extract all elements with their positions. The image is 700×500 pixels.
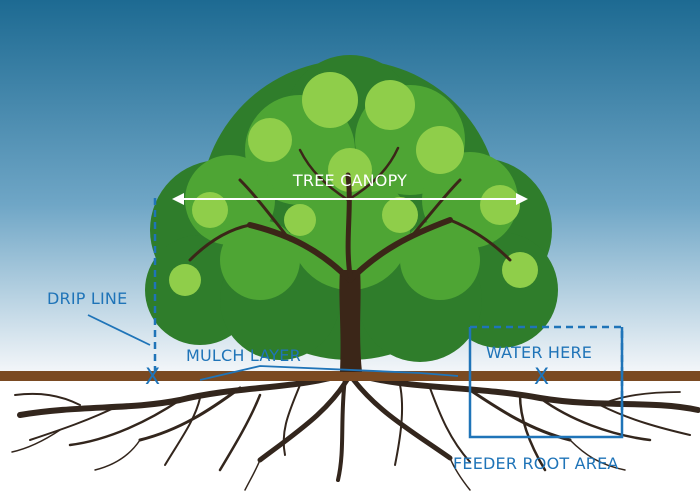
ground bbox=[0, 380, 700, 500]
feeder-root-area-label: FEEDER ROOT AREA bbox=[453, 454, 619, 473]
drip-line-x-marker: X bbox=[145, 365, 160, 390]
tree-trunk bbox=[188, 146, 512, 372]
drip-line-marker bbox=[87, 198, 157, 372]
mulch-layer-pointer bbox=[199, 365, 459, 381]
water-here-box bbox=[470, 325, 624, 410]
mulch-layer-strip bbox=[0, 371, 700, 381]
tree-canopy-label: TREE CANOPY bbox=[292, 171, 407, 190]
canopy-width-arrow bbox=[172, 193, 528, 205]
mulch-layer-label: MULCH LAYER bbox=[186, 346, 301, 365]
drip-line-label: DRIP LINE bbox=[47, 289, 127, 308]
water-here-label: WATER HERE bbox=[486, 343, 592, 362]
tree-roots bbox=[11, 369, 700, 491]
water-here-x-marker: X bbox=[534, 365, 549, 390]
